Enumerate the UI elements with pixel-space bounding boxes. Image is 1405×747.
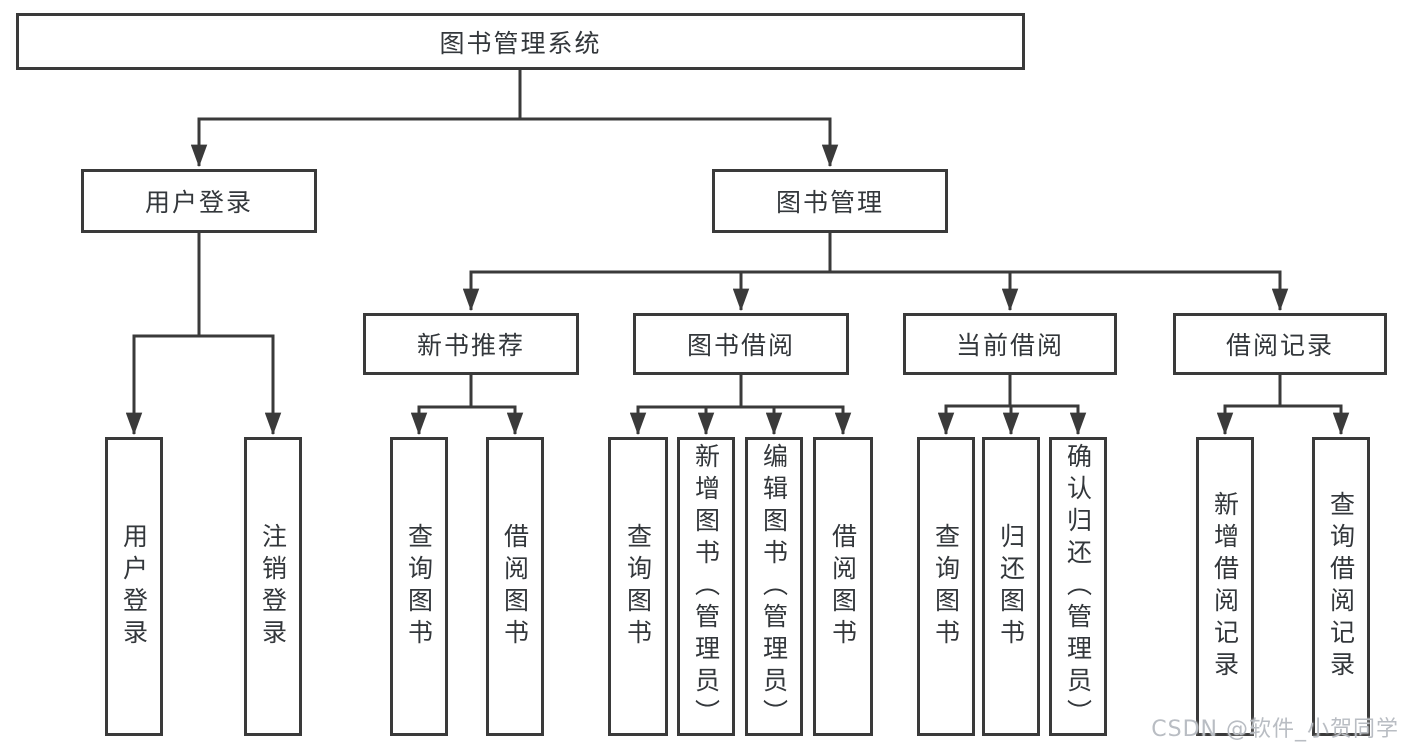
node-label: 查询图书 xyxy=(931,522,961,651)
node-leaf-logout: 注销登录 xyxy=(244,437,302,736)
node-leaf-recommend-borrow-books: 借阅图书 xyxy=(486,437,544,736)
node-leaf-user-login: 用户登录 xyxy=(105,437,163,736)
node-label: 注销登录 xyxy=(258,522,288,651)
node-label: 当前借阅 xyxy=(955,331,1064,360)
node-leaf-current-query-books: 查询图书 xyxy=(917,437,975,736)
node-book-borrow: 图书借阅 xyxy=(633,313,849,375)
node-leaf-return-books: 归还图书 xyxy=(982,437,1040,736)
node-label: 编辑图书（管理员） xyxy=(759,442,789,731)
node-leaf-edit-books-admin: 编辑图书（管理员） xyxy=(745,437,803,736)
node-label: 图书借阅 xyxy=(686,331,795,360)
node-user-login: 用户登录 xyxy=(81,169,317,233)
node-new-book-recommend: 新书推荐 xyxy=(363,313,579,375)
node-leaf-borrow-books: 借阅图书 xyxy=(813,437,873,736)
node-label: 归还图书 xyxy=(996,522,1026,651)
node-label: 用户登录 xyxy=(119,522,149,651)
node-leaf-query-borrow-record: 查询借阅记录 xyxy=(1312,437,1370,736)
node-label: 查询借阅记录 xyxy=(1326,490,1356,683)
node-root-library-system: 图书管理系统 xyxy=(16,13,1025,70)
node-book-management: 图书管理 xyxy=(712,169,948,233)
node-label: 新增借阅记录 xyxy=(1210,490,1240,683)
node-label: 图书管理系统 xyxy=(439,28,602,58)
node-leaf-borrow-query-books: 查询图书 xyxy=(608,437,668,736)
node-leaf-add-books-admin: 新增图书（管理员） xyxy=(677,437,735,736)
node-current-borrow: 当前借阅 xyxy=(903,313,1117,375)
node-label: 借阅记录 xyxy=(1225,331,1334,360)
node-label: 查询图书 xyxy=(623,522,653,651)
node-label: 借阅图书 xyxy=(828,522,858,651)
node-label: 用户登录 xyxy=(144,188,253,217)
node-borrow-records: 借阅记录 xyxy=(1173,313,1387,375)
node-leaf-add-borrow-record: 新增借阅记录 xyxy=(1196,437,1254,736)
node-label: 确认归还（管理员） xyxy=(1063,442,1093,731)
node-label: 新增图书（管理员） xyxy=(691,442,721,731)
node-label: 图书管理 xyxy=(775,188,884,217)
node-leaf-recommend-query-books: 查询图书 xyxy=(390,437,448,736)
csdn-watermark: CSDN @软件_小贺同学 xyxy=(1151,717,1399,742)
node-label: 查询图书 xyxy=(404,522,434,651)
node-leaf-confirm-return-admin: 确认归还（管理员） xyxy=(1049,437,1107,736)
node-label: 新书推荐 xyxy=(416,331,525,360)
node-label: 借阅图书 xyxy=(500,522,530,651)
